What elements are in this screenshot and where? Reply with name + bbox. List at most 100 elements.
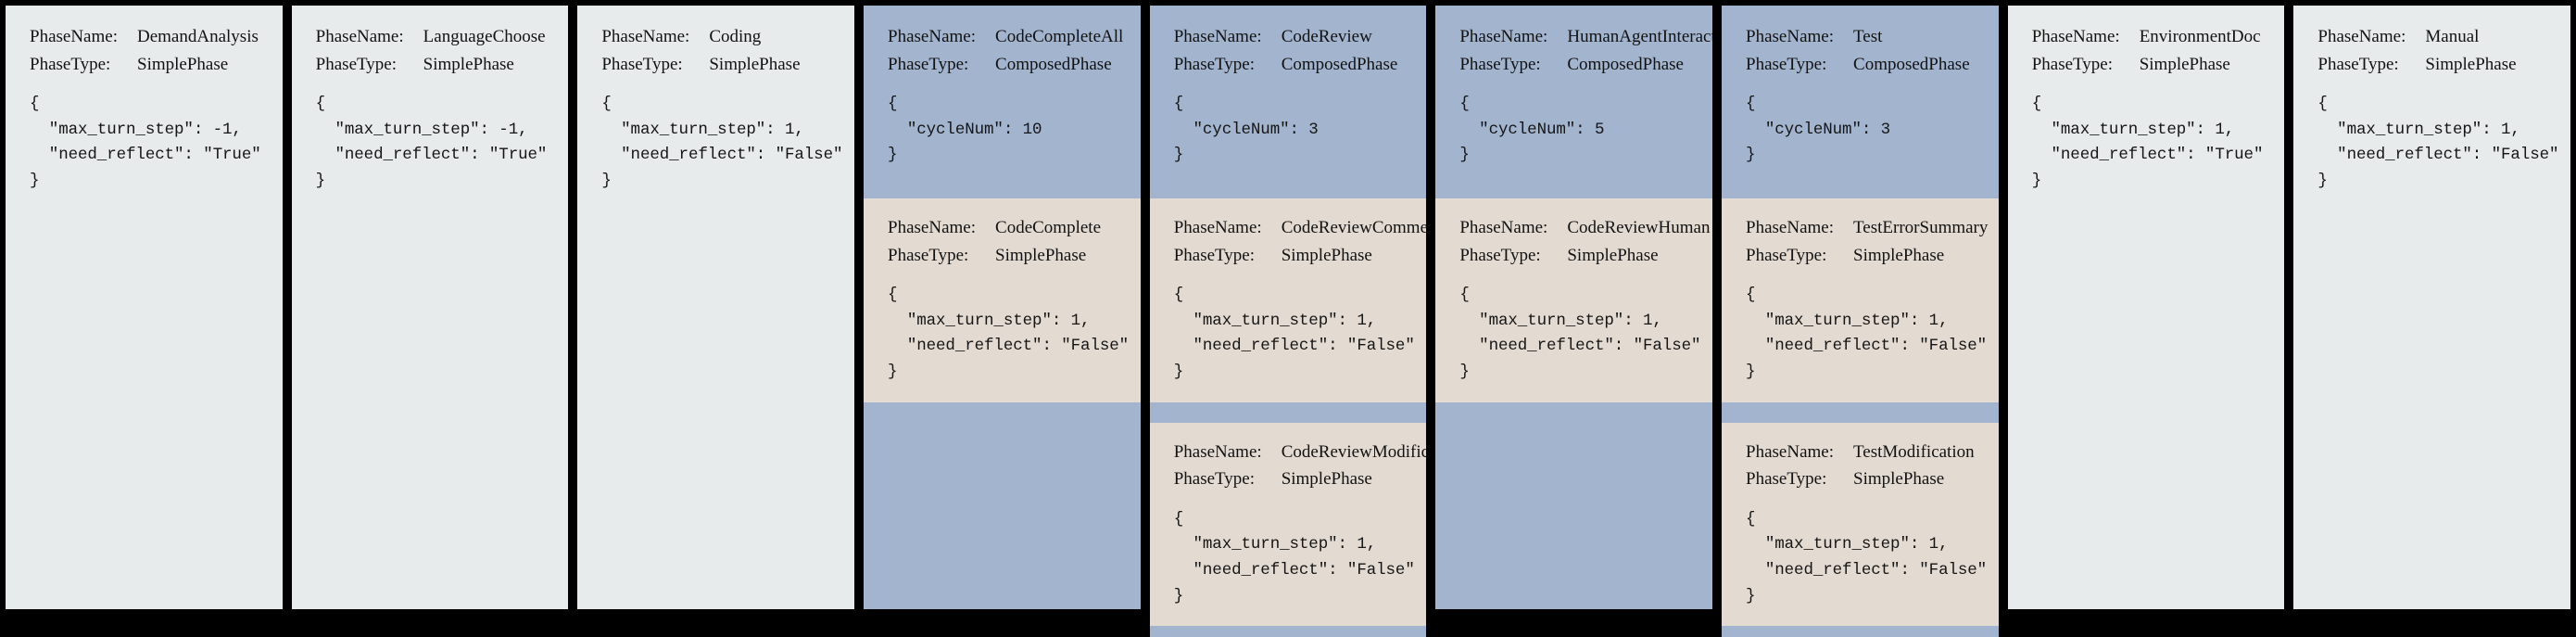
phase-name-value: CodeReviewComment <box>1281 218 1442 237</box>
phase-config-json: { "max_turn_step": 1, "need_reflect": "T… <box>2031 95 2264 191</box>
phase-type-row: PhaseType:SimplePhase <box>1746 243 1982 269</box>
phase-name-row: PhaseName:CodeReviewHuman <box>1459 215 1710 241</box>
column-divider <box>568 6 578 609</box>
phase-type-value: SimplePhase <box>137 54 229 74</box>
phase-name-label: PhaseName: <box>888 218 976 237</box>
phase-name-value: Test <box>1853 27 1883 46</box>
phase-type-label: PhaseType: <box>1173 54 1256 74</box>
phase-name-label: PhaseName: <box>1173 218 1262 237</box>
phase-type-row: PhaseType: ComposedPhase <box>1459 52 1696 78</box>
phase-name-label: PhaseName: <box>1746 218 1835 237</box>
phase-type-label: PhaseType: <box>1173 469 1256 490</box>
phase-type-label: PhaseType: <box>1459 54 1541 74</box>
phase-name-label: PhaseName: <box>1746 441 1835 462</box>
phase-name-value: HumanAgentInteraction <box>1567 27 1739 46</box>
phase-name-value: LanguageChoose <box>423 27 546 46</box>
phase-name-value: Manual <box>2425 27 2480 46</box>
phase-type-label: PhaseType: <box>30 54 111 74</box>
phase-config-json: { "max_turn_step": 1, "need_reflect": "F… <box>601 95 843 191</box>
phase-name-row: PhaseName: Manual <box>2317 24 2550 50</box>
phase-type-value: SimplePhase <box>1281 245 1372 265</box>
phase-name-value: CodeReviewModification <box>1281 441 1465 462</box>
phase-type-value: ComposedPhase <box>1567 54 1684 74</box>
phase-type-row: PhaseType:SimplePhase <box>1459 243 1696 269</box>
phase-name-row: PhaseName: Test <box>1746 24 1982 50</box>
composed-phase-footer <box>1722 626 1999 637</box>
phase-name-row: PhaseName:CodeCompleteAll <box>888 24 1124 50</box>
phase-type-label: PhaseType: <box>888 245 969 265</box>
phase-type-label: PhaseType: <box>601 54 683 74</box>
phase-type-label: PhaseType: <box>315 54 397 74</box>
column-divider <box>1426 6 1436 609</box>
phase-type-value: ComposedPhase <box>1853 54 1970 74</box>
phase-config-json: { "cycleNum": 5 } <box>1459 95 1605 165</box>
phase-name-value: CodeReview <box>1281 27 1372 46</box>
phase-type-value: SimplePhase <box>709 54 801 74</box>
phase-config-json: { "max_turn_step": -1, "need_reflect": "… <box>315 95 548 191</box>
phase-name-row: PhaseName:HumanAgentInteraction <box>1459 24 1738 50</box>
phase-config-json: { "max_turn_step": 1, "need_reflect": "F… <box>1746 509 1988 605</box>
phase-config-json: { "max_turn_step": 1, "need_reflect": "F… <box>1173 509 1415 605</box>
phase-type-row: PhaseType: SimplePhase <box>30 52 262 78</box>
phase-name-value: TestModification <box>1853 441 1975 462</box>
phase-name-value: Coding <box>709 27 762 46</box>
phase-name-label: PhaseName: <box>2317 27 2406 46</box>
phase-config-json: { "cycleNum": 10 } <box>888 95 1042 165</box>
phase-name-row: PhaseName:EnvironmentDoc <box>2032 24 2265 50</box>
phase-name-row: PhaseName:DemandAnalysis <box>30 24 262 50</box>
phase-type-value: ComposedPhase <box>1281 54 1398 74</box>
phase-type-value: SimplePhase <box>995 245 1087 265</box>
phase-name-row: PhaseName:LanguageChoose <box>316 24 549 50</box>
phase-type-label: PhaseType: <box>2317 54 2399 74</box>
phase-name-row: PhaseName: CodeReview <box>1174 24 1410 50</box>
column-divider <box>1712 6 1723 609</box>
phase-type-label: PhaseType: <box>1746 469 1827 490</box>
phase-name-label: PhaseName: <box>1173 27 1262 46</box>
phase-config-json: { "cycleNum": 3 } <box>1746 95 1891 165</box>
phase-type-row: PhaseType:SimplePhase <box>1746 466 1982 492</box>
column-divider <box>1998 6 2008 609</box>
phase-name-label: PhaseName: <box>1746 27 1835 46</box>
phase-type-label: PhaseType: <box>888 54 969 74</box>
column-divider <box>1140 6 1150 609</box>
column-divider <box>2284 6 2294 609</box>
phase-name-row: PhaseName:CodeComplete <box>888 215 1124 241</box>
phase-config-json: { "max_turn_step": 1, "need_reflect": "F… <box>888 286 1130 382</box>
phase-type-row: PhaseType:SimplePhase <box>2317 52 2550 78</box>
phase-type-label: PhaseType: <box>1746 245 1827 265</box>
phase-type-value: SimplePhase <box>1281 469 1372 490</box>
phase-type-label: PhaseType: <box>2031 54 2114 74</box>
phase-name-row: PhaseName:CodeReviewModification <box>1174 440 1464 465</box>
phase-type-row: PhaseType: SimplePhase <box>888 243 1124 269</box>
phase-type-value: SimplePhase <box>2139 54 2230 74</box>
